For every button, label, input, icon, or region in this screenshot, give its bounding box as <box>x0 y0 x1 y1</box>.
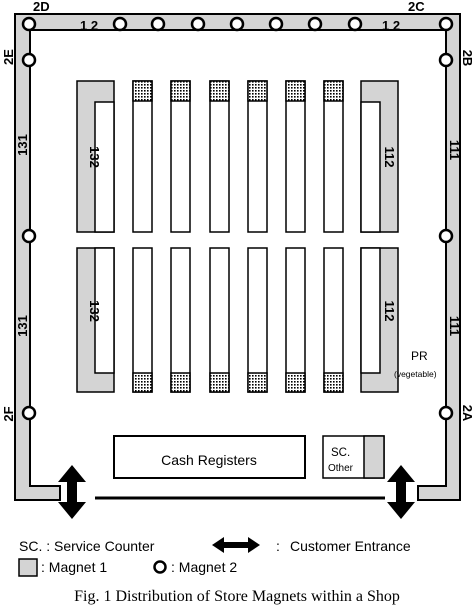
magnet2-circle <box>229 16 245 32</box>
end-cap-magnet <box>247 372 268 393</box>
aisle-label-132-lower: 132 <box>87 300 102 322</box>
side-label-2a: 2A <box>460 405 474 422</box>
corner-label-2c: 2C <box>408 0 425 14</box>
figure-caption: Fig. 1 Distribution of Store Magnets wit… <box>74 588 400 605</box>
shelf-112-upper-inner <box>360 101 381 233</box>
magnet2-side-walls <box>21 52 454 421</box>
magnet2-circle <box>268 16 284 32</box>
cash-registers-box <box>113 435 306 479</box>
magnet2-circle <box>21 228 37 244</box>
legend-magnet1-swatch <box>18 558 38 577</box>
center-shelf-upper <box>247 80 268 233</box>
magnet2-circle <box>21 405 37 421</box>
shelf-112-lower-inner <box>360 247 381 374</box>
center-shelf-upper <box>209 80 230 233</box>
end-cap-magnet <box>209 372 230 393</box>
right-wall-number-lower: 111 <box>447 316 462 336</box>
legend-entrance-arrow-icon <box>212 537 260 553</box>
center-shelf-upper <box>170 80 191 233</box>
right-aisle-shelves: 112 112 <box>360 80 399 393</box>
end-cap-magnet <box>285 372 306 393</box>
shelf-132-lower-inner <box>94 247 115 374</box>
center-shelf-lower <box>170 247 191 393</box>
service-counter-magnet <box>363 435 385 479</box>
center-shelf-lower <box>323 247 344 393</box>
end-cap-magnet <box>170 372 191 393</box>
end-cap-magnet <box>323 80 344 102</box>
corner-label-2d: 2D <box>33 0 50 14</box>
legend-magnet2-icon <box>153 560 167 574</box>
center-shelf-lower <box>132 247 153 393</box>
magnet2-circle <box>112 16 128 32</box>
right-wall-number-upper: 111 <box>447 140 462 160</box>
center-shelf-lower <box>209 247 230 393</box>
cash-registers-label: Cash Registers <box>161 452 257 468</box>
center-shelf-upper <box>323 80 344 233</box>
produce-label: PR <box>411 349 428 363</box>
side-label-2e: 2E <box>1 49 16 65</box>
center-shelf-lower <box>285 247 306 393</box>
shelf-132-upper-inner <box>94 101 115 233</box>
magnet2-circle <box>438 405 454 421</box>
top-wall-number-left: 1 2 <box>80 18 98 33</box>
magnet2-circle <box>307 16 323 32</box>
left-aisle-shelves: 132 132 <box>76 80 115 393</box>
center-shelves-lower <box>132 247 344 393</box>
legend-entrance-separator: : <box>276 538 280 554</box>
legend-service-counter: SC. : Service Counter <box>19 538 155 554</box>
entrance-arrow-right-icon <box>387 465 415 519</box>
aisle-label-132-upper: 132 <box>87 146 102 168</box>
center-shelf-upper <box>285 80 306 233</box>
magnet2-circle <box>21 52 37 68</box>
aisle-label-112-lower: 112 <box>382 301 397 322</box>
entrance-arrow-left-icon <box>58 465 86 519</box>
aisle-label-112-upper: 112 <box>382 147 397 168</box>
magnet2-circle <box>21 16 37 32</box>
left-wall-number-upper: 131 <box>15 134 30 156</box>
side-label-2f: 2F <box>1 406 16 421</box>
end-cap-magnet <box>285 80 306 102</box>
left-wall-number-lower: 131 <box>15 315 30 337</box>
end-cap-magnet <box>132 80 153 102</box>
service-counter-other: Other <box>328 463 354 474</box>
center-shelf-lower <box>247 247 268 393</box>
legend-magnet1-label: : Magnet 1 <box>41 559 107 575</box>
legend-magnet2-label: : Magnet 2 <box>171 559 237 575</box>
end-cap-magnet <box>209 80 230 102</box>
magnet2-circle <box>438 52 454 68</box>
end-cap-magnet <box>247 80 268 102</box>
magnet2-top-wall <box>21 16 454 32</box>
end-cap-magnet <box>323 372 344 393</box>
produce-sublabel: (vegetable) <box>394 369 437 379</box>
magnet2-circle <box>347 16 363 32</box>
magnet2-circle <box>438 228 454 244</box>
legend: SC. : Service Counter : Customer Entranc… <box>18 537 411 577</box>
magnet2-circle <box>150 16 166 32</box>
service-counter-abbr: SC. <box>331 447 350 459</box>
end-cap-magnet <box>170 80 191 102</box>
top-wall-number-right: 1 2 <box>382 18 400 33</box>
end-cap-magnet <box>132 372 153 393</box>
magnet2-circle <box>190 16 206 32</box>
center-shelf-upper <box>132 80 153 233</box>
magnet2-circle <box>438 16 454 32</box>
side-label-2b: 2B <box>460 50 474 67</box>
center-shelves-upper <box>132 80 344 233</box>
legend-entrance-label: Customer Entrance <box>290 538 411 554</box>
